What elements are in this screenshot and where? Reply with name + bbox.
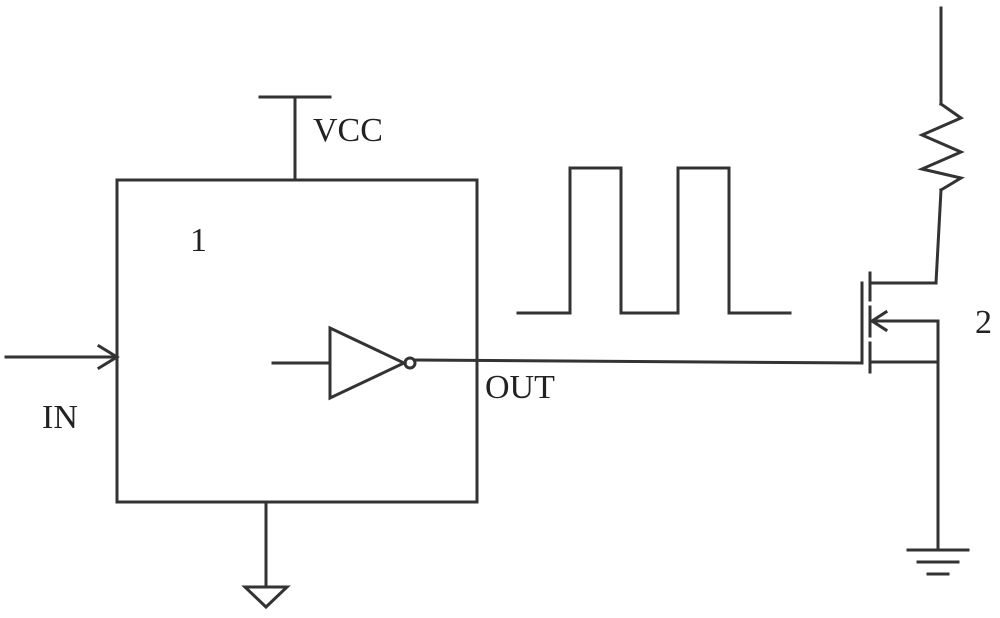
pulse-waveform <box>516 166 792 315</box>
resistor-to-drain-wire <box>934 188 943 285</box>
mosfet-arrow-icon <box>869 309 889 333</box>
block-ground-triangle <box>241 585 291 610</box>
input-arrow-icon <box>96 343 120 371</box>
out-label: OUT <box>485 369 555 406</box>
output-wire <box>413 358 864 365</box>
inverter-triangle <box>328 325 408 401</box>
in-label: IN <box>42 399 78 436</box>
resistor <box>917 101 965 193</box>
inverter-bubble <box>403 356 417 370</box>
vcc-label: VCC <box>313 112 383 149</box>
transistor-label: 2 <box>975 304 992 341</box>
block-1-label: 1 <box>190 222 207 259</box>
block-1-box <box>115 178 479 504</box>
